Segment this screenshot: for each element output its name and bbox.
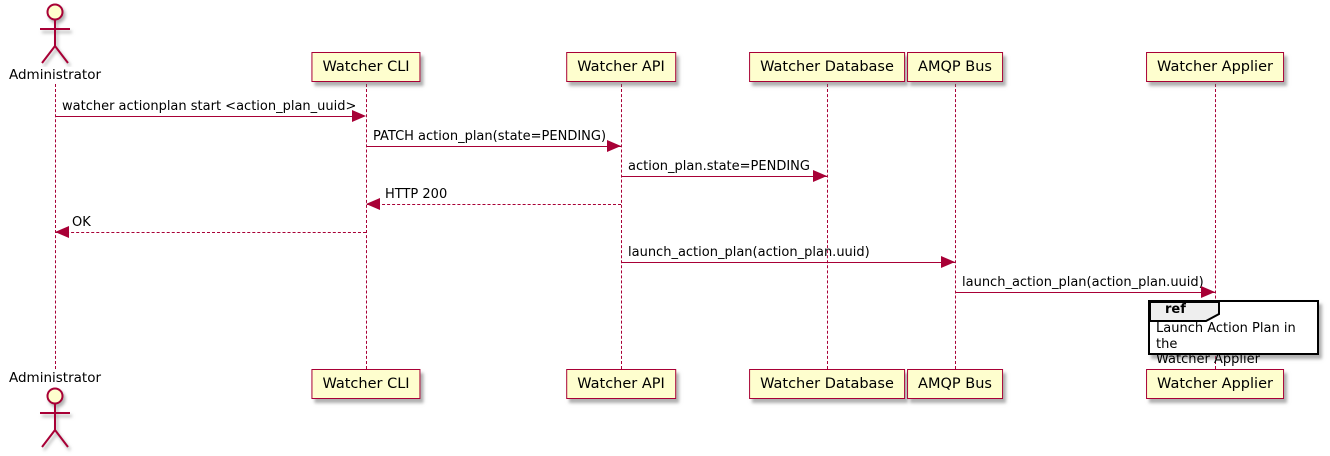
ref-keyword: ref — [1165, 302, 1186, 317]
arrowhead-icon — [366, 198, 380, 210]
lifeline-watcher-database — [827, 84, 828, 369]
message-3-line — [621, 176, 827, 177]
message-2-line — [366, 146, 621, 147]
ref-fragment: ref Launch Action Plan in the Watcher Ap… — [1148, 300, 1319, 367]
participant-bottom-amqp-bus: AMQP Bus — [907, 369, 1003, 399]
message-1-label: watcher actionplan start <action_plan_uu… — [62, 99, 357, 114]
arrowhead-icon — [352, 110, 366, 122]
lifeline-watcher-api — [621, 84, 622, 369]
actor-label-bottom: Administrator — [8, 370, 102, 386]
actor-icon — [33, 2, 77, 72]
participant-bottom-watcher-cli: Watcher CLI — [311, 369, 421, 399]
message-1-line — [55, 116, 361, 117]
participant-top-watcher-applier: Watcher Applier — [1146, 52, 1284, 82]
message-5-label: OK — [72, 215, 91, 230]
lifeline-amqp-bus — [955, 84, 956, 369]
participant-top-amqp-bus: AMQP Bus — [907, 52, 1003, 82]
arrowhead-icon — [813, 170, 827, 182]
ref-tab-icon — [1149, 301, 1220, 322]
lifeline-watcher-applier — [1215, 84, 1216, 369]
participant-top-watcher-api: Watcher API — [566, 52, 676, 82]
message-6-label: launch_action_plan(action_plan.uuid) — [628, 245, 870, 260]
participant-top-watcher-database: Watcher Database — [749, 52, 905, 82]
message-4-label: HTTP 200 — [385, 187, 448, 202]
participant-top-watcher-cli: Watcher CLI — [311, 52, 421, 82]
message-7-line — [955, 292, 1215, 293]
message-5-line — [56, 232, 366, 233]
participant-bottom-watcher-database: Watcher Database — [749, 369, 905, 399]
arrowhead-icon — [55, 226, 69, 238]
participant-bottom-watcher-applier: Watcher Applier — [1146, 369, 1284, 399]
ref-text: Launch Action Plan in the Watcher Applie… — [1156, 321, 1296, 367]
participant-bottom-watcher-api: Watcher API — [566, 369, 676, 399]
lifeline-watcher-cli — [366, 84, 367, 369]
arrowhead-icon — [941, 256, 955, 268]
message-4-line — [367, 204, 621, 205]
arrowhead-icon — [607, 140, 621, 152]
actor-label-top: Administrator — [8, 67, 102, 83]
message-6-line — [621, 262, 955, 263]
message-2-label: PATCH action_plan(state=PENDING) — [373, 129, 607, 144]
arrowhead-icon — [1201, 286, 1215, 298]
message-7-label: launch_action_plan(action_plan.uuid) — [962, 275, 1204, 290]
message-3-label: action_plan.state=PENDING — [628, 159, 810, 174]
actor-icon — [33, 386, 77, 456]
